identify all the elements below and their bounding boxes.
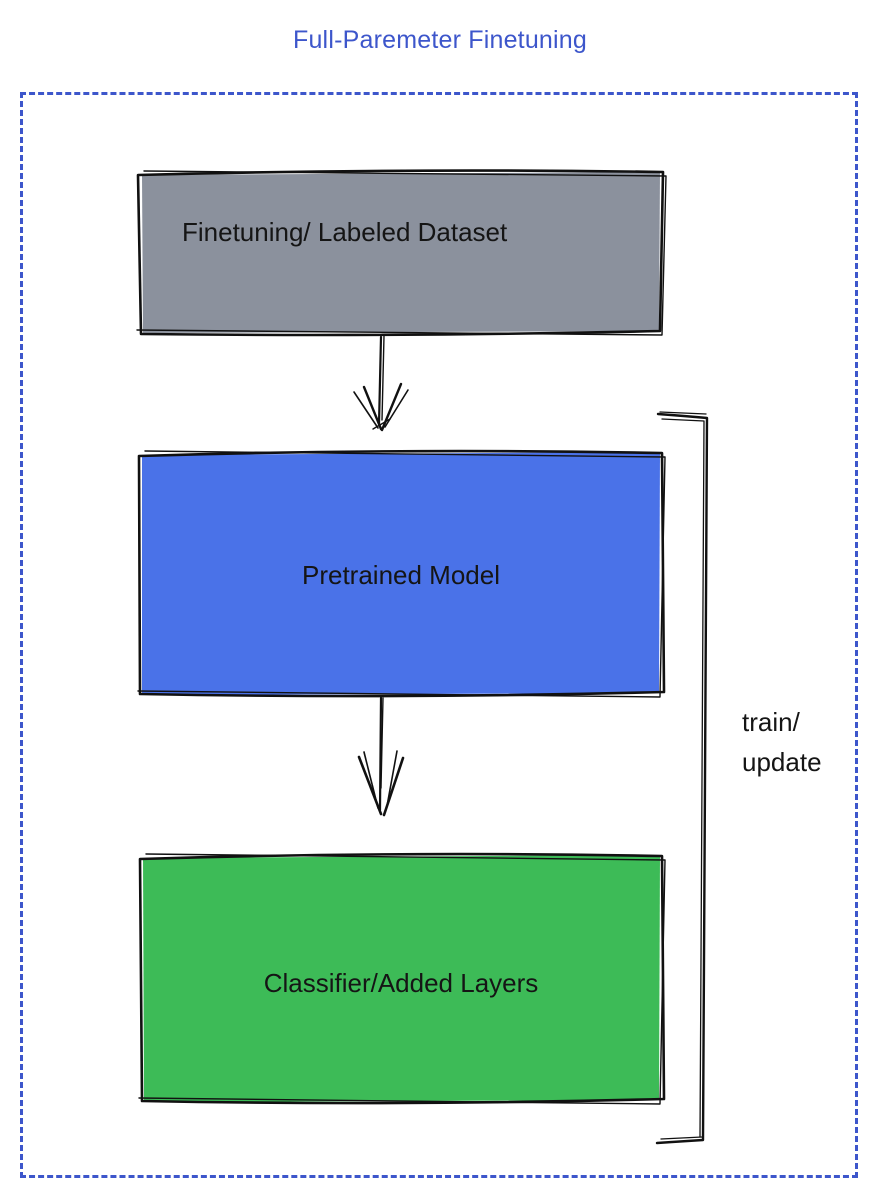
classifier-box [138,852,666,1105]
train-update-label-line2: update [742,747,822,777]
dataset-box-label: Finetuning/ Labeled Dataset [182,217,508,247]
diagram-title: Full-Paremeter Finetuning [292,26,587,54]
pretrained-box-label: Pretrained Model [302,560,500,590]
train-update-label: train/ update [742,702,822,782]
classifier-box-label: Classifier/Added Layers [263,968,539,998]
pretrained-box [137,449,666,698]
dataset-box [136,169,667,337]
arrow-pretrained-to-classifier-icon [357,696,405,817]
train-update-bracket-icon [655,411,709,1145]
arrow-dataset-to-pretrained-icon [353,335,409,432]
train-update-label-line1: train/ [742,707,800,737]
dotted-boundary [20,92,858,1178]
